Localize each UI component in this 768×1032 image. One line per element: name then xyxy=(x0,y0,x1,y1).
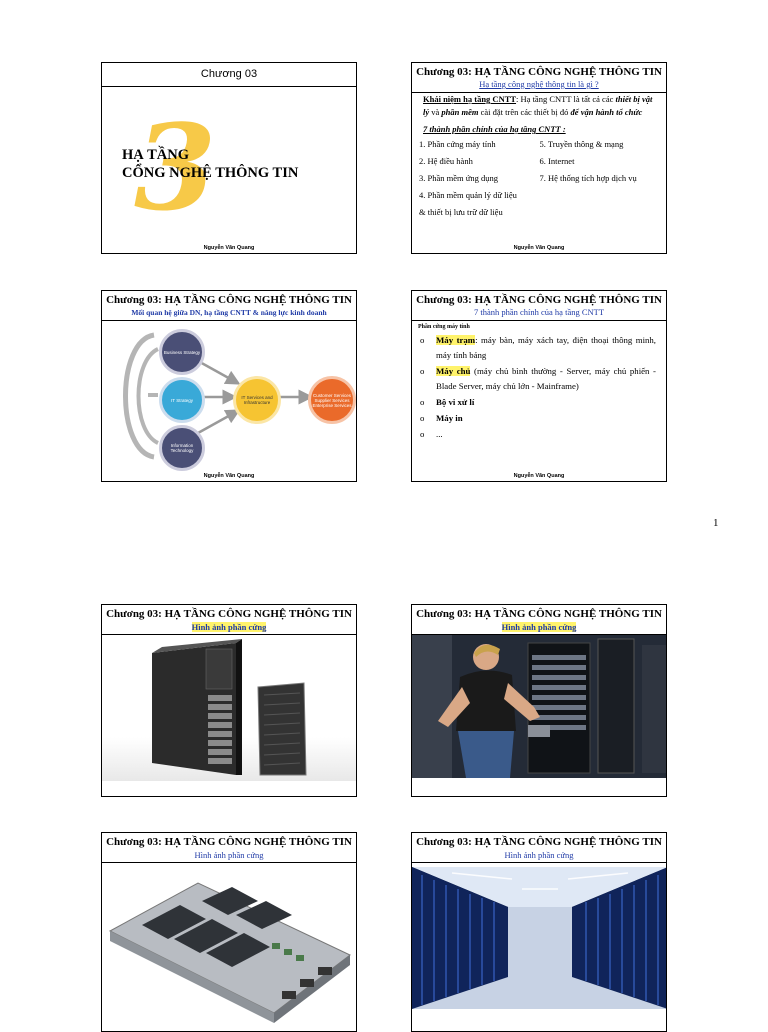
header-divider xyxy=(102,320,356,321)
slide-definition: Chương 03: HẠ TẦNG CÔNG NGHỆ THÔNG TIN H… xyxy=(411,62,667,254)
slide-subtitle: Hạ tầng công nghệ thông tin là gì ? xyxy=(479,79,599,89)
slide-header: Chương 03: HẠ TẦNG CÔNG NGHỆ THÔNG TIN xyxy=(416,294,662,306)
slide-header: Chương 03: HẠ TẦNG CÔNG NGHỆ THÔNG TIN xyxy=(416,66,662,78)
bullet-icon: o xyxy=(420,366,425,376)
slide-subtitle: Hình ảnh phần cứng xyxy=(194,850,264,860)
page-number: 1 xyxy=(713,517,719,529)
header-divider xyxy=(412,320,666,321)
list-item: 5. Truyền thông & mạng xyxy=(539,139,624,149)
definition-emphasis: để vận hành tổ chức xyxy=(570,107,643,117)
circle-label: Information Technology xyxy=(170,443,194,453)
circle-label: IT Services and Infrastructure xyxy=(241,395,273,405)
slide-hardware-photo-datacenter: Chương 03: HẠ TẦNG CÔNG NGHỆ THÔNG TIN H… xyxy=(411,832,667,1032)
header-divider xyxy=(102,634,356,635)
circle-label: Customer Services Supplier Services Ente… xyxy=(312,392,352,408)
circle-label: IT Strategy xyxy=(171,397,193,403)
list-item: o Máy trạm: máy bàn, máy xách tay, điện t… xyxy=(418,333,656,363)
definition-paragraph: Khái niệm hạ tầng CNTT: Hạ tầng CNTT là … xyxy=(419,93,660,119)
circle-label: Business Strategy xyxy=(163,349,201,355)
technician-server-image xyxy=(412,635,666,778)
list-item: o Bộ vi xử lí xyxy=(418,395,656,410)
item-keyword: Máy in xyxy=(436,413,463,423)
bullet-icon: o xyxy=(420,429,425,439)
business-strategy-circle: Business Strategy xyxy=(159,329,205,375)
slide-relationship-diagram: Chương 03: HẠ TẦNG CÔNG NGHỆ THÔNG TIN M… xyxy=(101,290,357,482)
author: Nguyễn Văn Quang xyxy=(203,245,255,251)
server-tower-image xyxy=(102,635,356,781)
slide-hardware-photo-tower: Chương 03: HẠ TẦNG CÔNG NGHỆ THÔNG TIN H… xyxy=(101,604,357,797)
list-item: o Máy in xyxy=(418,411,656,426)
datacenter-image xyxy=(412,867,666,1009)
list-item: 7. Hệ thống tích hợp dịch vụ xyxy=(539,173,637,183)
section-heading: Phần cứng máy tính xyxy=(418,324,470,330)
definition-text: : Hạ tầng CNTT là tất cả các xyxy=(516,94,616,104)
slide-chapter-title: Chương 03 3 HẠ TẦNG CỔNG NGHỆ THÔNG TIN … xyxy=(101,62,357,254)
slide-hardware-list: Chương 03: HẠ TẦNG CÔNG NGHỆ THÔNG TIN 7… xyxy=(411,290,667,482)
list-item: o... xyxy=(418,427,656,442)
list-item: 1. Phần cứng máy tính xyxy=(419,139,496,149)
chapter-number-graphic: 3 xyxy=(134,98,217,237)
slide-header: Chương 03: HẠ TẦNG CÔNG NGHỆ THÔNG TIN xyxy=(416,836,662,848)
chapter-title-line1: HẠ TẦNG xyxy=(122,147,190,163)
slide-header: Chương 03: HẠ TẦNG CÔNG NGHỆ THÔNG TIN xyxy=(106,608,352,620)
header-divider xyxy=(102,862,356,863)
it-strategy-circle: IT Strategy xyxy=(159,377,205,423)
components-col-right: 5. Truyền thông & mạng 6. Internet 7. Hệ… xyxy=(540,138,661,206)
list-item: o Máy chủ (máy chủ bình thường - Server, … xyxy=(418,364,656,394)
definition-emphasis: phần mềm xyxy=(441,107,479,117)
header-divider xyxy=(412,862,666,863)
author: Nguyễn Văn Quang xyxy=(203,473,255,479)
item-keyword: Máy trạm xyxy=(436,335,476,345)
slide-body: Khái niệm hạ tầng CNTT: Hạ tầng CNTT là … xyxy=(419,93,660,219)
item-text: (máy chủ bình thường - Server, máy chủ p… xyxy=(436,366,656,391)
list-item: 6. Internet xyxy=(539,156,575,166)
slide-subtitle: Mối quan hệ giữa DN, hạ tầng CNTT & năng… xyxy=(131,308,327,317)
components-heading: 7 thành phần chính của hạ tầng CNTT : xyxy=(423,124,566,134)
definition-emphasis: thiết bị vật lý xyxy=(423,94,653,117)
list-item-tail: & thiết bị lưu trữ dữ liệu xyxy=(419,207,503,217)
diagram-arrows xyxy=(123,332,314,460)
author: Nguyễn Văn Quang xyxy=(513,245,565,251)
item-text: : máy bàn, máy xách tay, điện thoại thôn… xyxy=(436,335,657,360)
blade-server-image xyxy=(102,863,356,1025)
slide-hardware-photo-blade: Chương 03: HẠ TẦNG CÔNG NGHỆ THÔNG TIN H… xyxy=(101,832,357,1032)
chapter-title-line2: CỔNG NGHỆ THÔNG TIN xyxy=(122,165,299,181)
it-services-circle: IT Services and Infrastructure xyxy=(233,376,281,424)
slide-body: Phần cứng máy tính o Máy trạm: máy bàn, m… xyxy=(418,323,656,442)
list-item: 3. Phần mềm ứng dụng xyxy=(419,173,498,183)
slide-subtitle: Hình ảnh phần cứng xyxy=(501,622,577,632)
information-technology-circle: Information Technology xyxy=(159,425,205,471)
item-keyword: Bộ vi xử lí xyxy=(436,397,475,407)
slide-subtitle: Hình ảnh phần cứng xyxy=(504,850,574,860)
list-item: 2. Hệ điều hành xyxy=(419,156,473,166)
slide-head: Chương 03 xyxy=(102,63,356,87)
bullet-icon: o xyxy=(420,397,425,407)
slide-header: Chương 03: HẠ TẦNG CÔNG NGHỆ THÔNG TIN xyxy=(106,836,352,848)
author: Nguyễn Văn Quang xyxy=(513,473,565,479)
components-columns: 1. Phần cứng máy tính 2. Hệ điều hành 3.… xyxy=(419,138,660,206)
slide-subtitle: Hình ảnh phần cứng xyxy=(191,622,267,632)
definition-label: Khái niệm hạ tầng CNTT xyxy=(423,94,517,104)
item-text: ... xyxy=(436,429,443,439)
bullet-icon: o xyxy=(420,413,425,423)
customer-services-circle: Customer Services Supplier Services Ente… xyxy=(308,376,356,424)
slide-hardware-photo-technician: Chương 03: HẠ TẦNG CÔNG NGHỆ THÔNG TIN H… xyxy=(411,604,667,797)
header-divider xyxy=(412,634,666,635)
slide-header: Chương 03: HẠ TẦNG CÔNG NGHỆ THÔNG TIN xyxy=(106,294,352,306)
definition-text: và xyxy=(429,107,442,117)
definition-text: cài đặt trên các thiết bị đó xyxy=(478,107,571,117)
slide-header: Chương 03: HẠ TẦNG CÔNG NGHỆ THÔNG TIN xyxy=(416,608,662,620)
slide-subtitle: 7 thành phần chính của hạ tầng CNTT xyxy=(473,307,605,317)
bullet-icon: o xyxy=(420,335,425,345)
item-keyword: Máy chủ xyxy=(436,366,471,376)
list-item: 4. Phần mềm quản lý dữ liệu xyxy=(419,190,517,200)
components-col-left: 1. Phần cứng máy tính 2. Hệ điều hành 3.… xyxy=(419,138,540,206)
header-divider xyxy=(412,92,666,93)
